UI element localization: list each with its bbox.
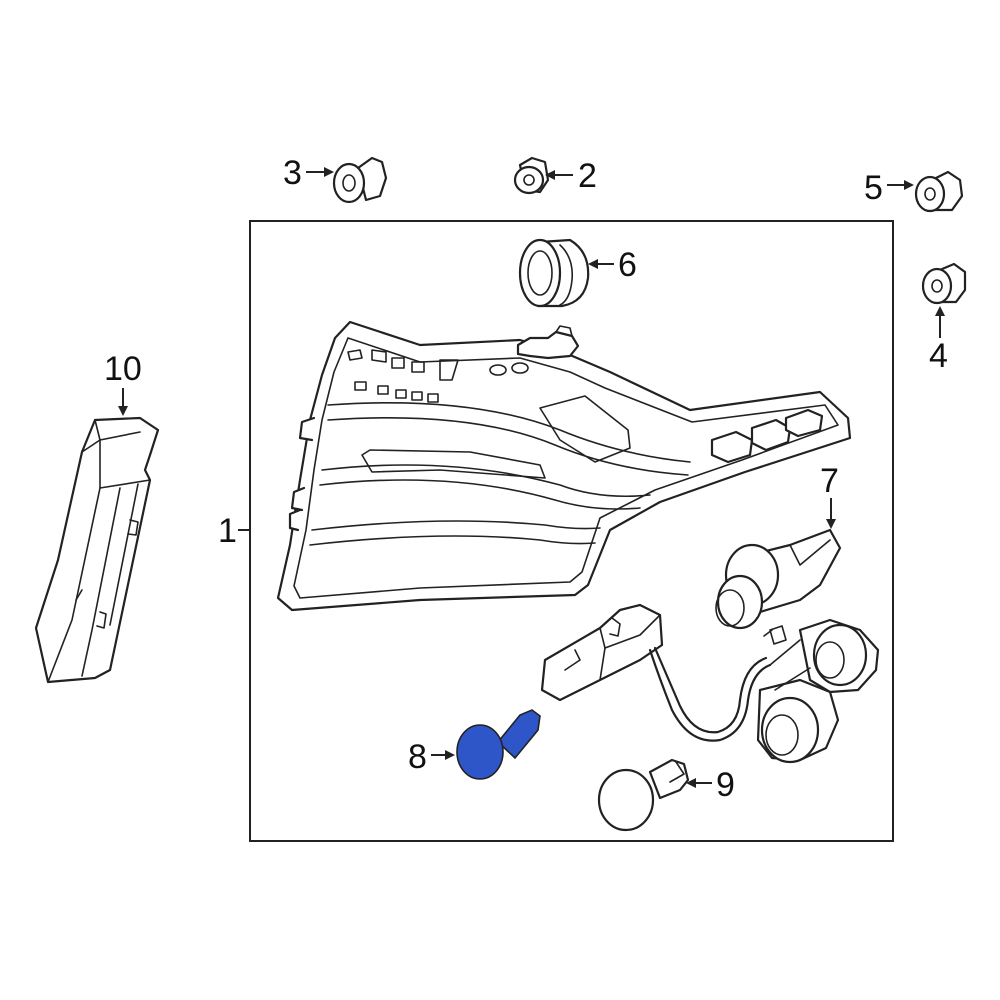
callout-9: 9 (716, 766, 735, 804)
callout-7: 7 (820, 462, 839, 500)
callout-1: 1 (218, 512, 237, 550)
callout-10: 10 (104, 350, 142, 388)
callout-5: 5 (864, 169, 883, 207)
part-7-bulb-socket-harness-icon[interactable] (540, 528, 880, 764)
callout-8: 8 (408, 738, 427, 776)
callout-6: 6 (618, 246, 637, 284)
callout-3: 3 (283, 154, 302, 192)
part-2-push-nut-icon[interactable] (513, 156, 550, 195)
part-1-tail-lamp-assembly-icon[interactable] (276, 320, 852, 612)
callout-2: 2 (578, 157, 597, 195)
part-4-clip-nut-icon[interactable] (921, 262, 967, 305)
part-10-side-bracket-icon[interactable] (34, 416, 160, 684)
part-5-clip-nut-icon[interactable] (914, 170, 964, 213)
leader-lines (118, 167, 945, 788)
part-8-wedge-bulb-icon[interactable] (456, 709, 541, 780)
callout-labels: 1 2 3 4 5 6 7 8 9 10 (104, 154, 948, 804)
callout-4: 4 (929, 337, 948, 375)
part-3-clip-nut-icon[interactable] (332, 156, 388, 204)
part-6-grommet-icon[interactable] (518, 238, 590, 308)
part-9-bayonet-bulb-icon[interactable] (597, 758, 690, 832)
